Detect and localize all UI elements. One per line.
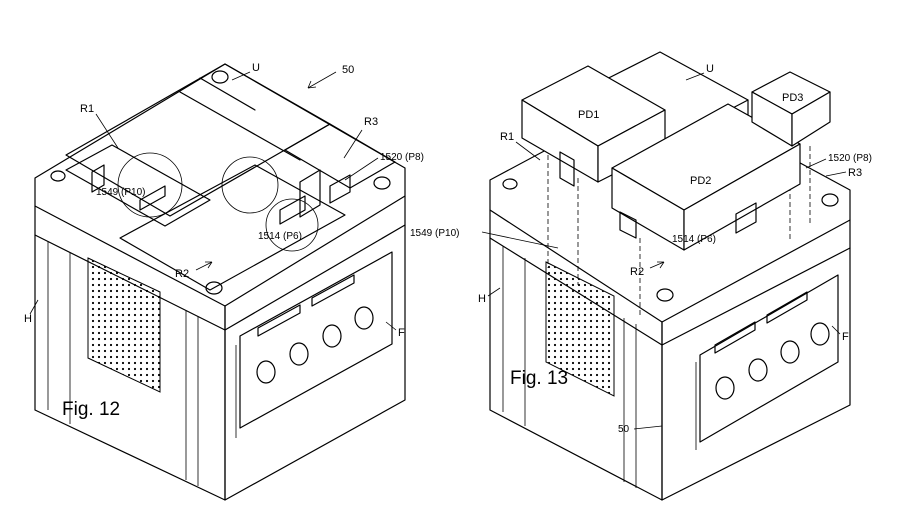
fig12-caption: Fig. 12 bbox=[62, 399, 120, 420]
fig12-h-label: H bbox=[24, 313, 32, 325]
fig12-p6-label: 1514 (P6) bbox=[258, 231, 302, 242]
fig13-r2-label: R2 bbox=[630, 266, 644, 278]
console-body bbox=[34, 63, 406, 501]
fig13-u-label: U bbox=[706, 63, 714, 75]
fig12-p10-label: 1549 (P10) bbox=[96, 187, 145, 198]
fig12-r3-label: R3 bbox=[364, 116, 378, 128]
fig13-pd2-label: PD2 bbox=[690, 175, 711, 187]
console-body-with-devices bbox=[489, 51, 851, 501]
figure-13: U PD1 PD2 PD3 R1 1520 (P8) R3 1549 (P10)… bbox=[410, 51, 872, 501]
fig12-ref-label: 50 bbox=[342, 64, 354, 76]
fig12-r2-label: R2 bbox=[175, 268, 189, 280]
fig13-r3-label: R3 bbox=[848, 167, 862, 179]
fig13-ref-label: 50 bbox=[618, 424, 630, 435]
fig13-h-label: H bbox=[478, 293, 486, 305]
fig13-caption: Fig. 13 bbox=[510, 368, 568, 389]
fig13-p6-label: 1514 (P6) bbox=[672, 234, 716, 245]
fig13-f-label: F bbox=[842, 331, 849, 343]
fig12-r1-label: R1 bbox=[80, 103, 94, 115]
fig13-pd3-label: PD3 bbox=[782, 92, 803, 104]
fig12-p8-label: 1520 (P8) bbox=[380, 152, 424, 163]
fig13-r1-label: R1 bbox=[500, 131, 514, 143]
fig13-pd1-label: PD1 bbox=[578, 109, 599, 121]
figure-12: 50 U R1 R3 1520 (P8) 1549 (P10) 1514 (P6… bbox=[24, 62, 424, 501]
fig13-p10-label: 1549 (P10) bbox=[410, 228, 459, 239]
fig12-u-label: U bbox=[252, 62, 260, 74]
fig12-f-label: F bbox=[398, 327, 405, 339]
fig13-p8-label: 1520 (P8) bbox=[828, 153, 872, 164]
